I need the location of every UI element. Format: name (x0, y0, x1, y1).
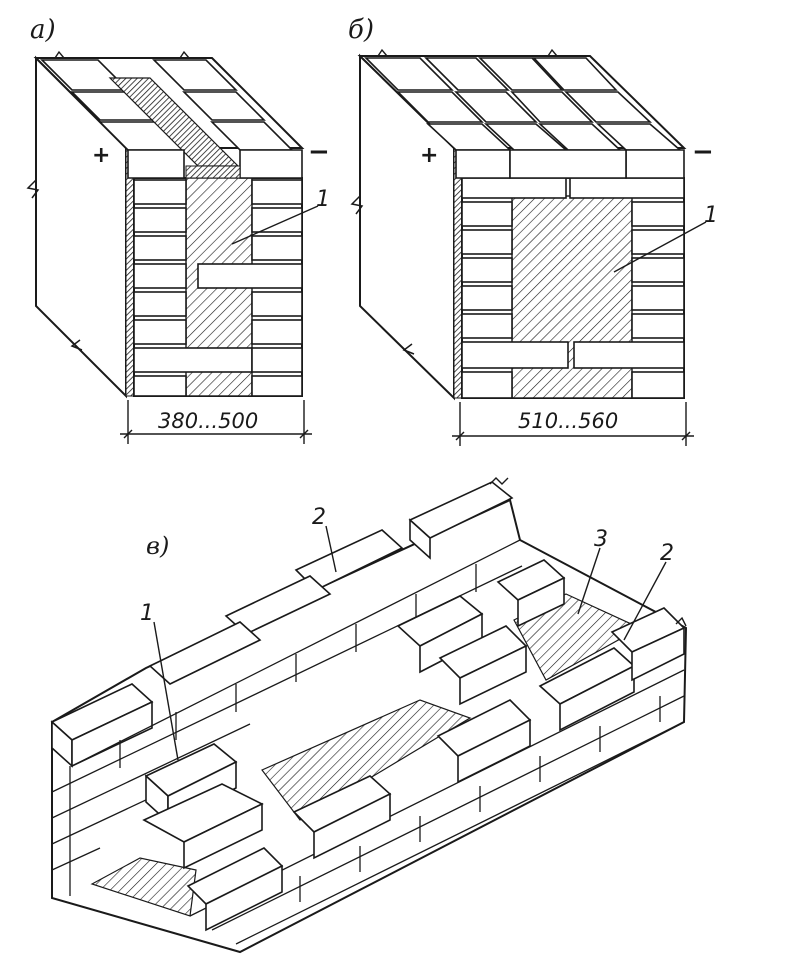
panel-c-callout-2: 2 (312, 505, 326, 530)
panel-c-callout-2-right: 2 (660, 541, 674, 566)
panel-c-callout-3: 3 (594, 527, 608, 552)
panel-c-diagram: в) (50, 477, 688, 954)
panel-b-minus-sign: − (692, 137, 714, 167)
panel-b-dimension-text: 510...560 (518, 409, 618, 433)
panel-b-plus-sign: + (420, 143, 438, 168)
panel-c-callout-1: 1 (140, 601, 154, 626)
panel-c-label: в) (146, 532, 169, 560)
panel-a-dimension-text: 380...500 (158, 409, 258, 433)
panel-a-dimension-line (120, 400, 312, 444)
panel-c-insulation-front (90, 857, 197, 917)
panel-a-diagram: а) (26, 15, 330, 444)
panel-a-callout-1: 1 (316, 187, 330, 212)
panel-a-plus-sign: + (92, 143, 110, 168)
panel-b-label: б) (348, 15, 374, 45)
panel-b-dimension-line (452, 402, 694, 446)
panel-a-label: а) (30, 15, 56, 45)
panel-b-diagram: б) (348, 15, 718, 446)
panel-a-minus-sign: − (308, 137, 330, 167)
panel-c-insulation-middle (261, 699, 472, 821)
panel-b-callout-1: 1 (704, 203, 718, 228)
